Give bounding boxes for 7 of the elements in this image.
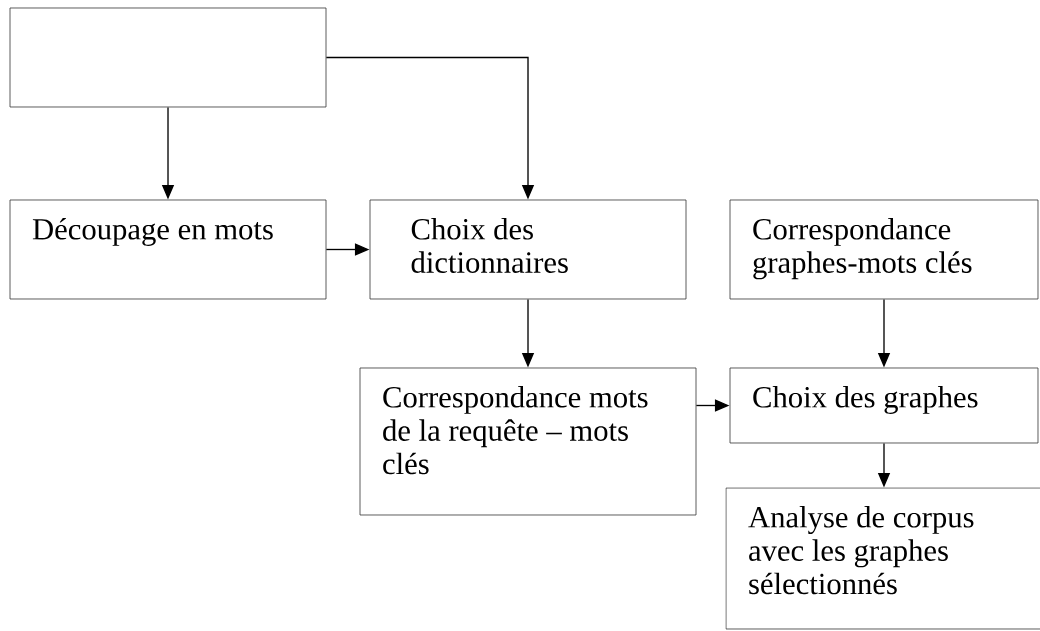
process-box: Analyse de corpus avec les graphes sélectionnés (725, 487, 1040, 630)
process-box: Découpage en mots (9, 199, 327, 300)
process-box: Choix des dictionnaires (369, 199, 687, 300)
process-box: Correspondance graphes-mots clés (729, 199, 1039, 300)
process-box: Choix des graphes (729, 367, 1039, 444)
empty-box (9, 7, 327, 108)
process-box: Correspondance mots de la requête – mots clés (359, 367, 697, 516)
